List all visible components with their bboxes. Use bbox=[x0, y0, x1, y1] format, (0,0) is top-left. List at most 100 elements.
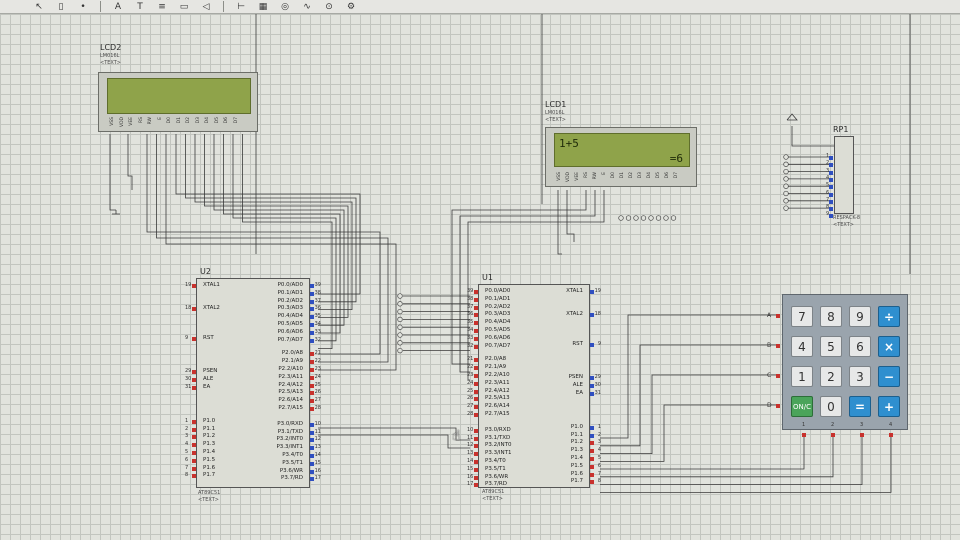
u1-pin-terminal[interactable] bbox=[474, 374, 478, 378]
bus-node[interactable] bbox=[397, 324, 403, 330]
u1-pin-terminal[interactable] bbox=[474, 389, 478, 394]
rp1-node[interactable] bbox=[783, 176, 789, 182]
u2-pin-terminal[interactable] bbox=[310, 307, 314, 312]
graph-icon[interactable]: ▦ bbox=[258, 1, 268, 12]
u2-pin-terminal[interactable] bbox=[310, 430, 314, 435]
u2-pin-terminal[interactable] bbox=[310, 375, 314, 380]
u2-pin-terminal[interactable] bbox=[310, 352, 314, 357]
u2-pin-terminal[interactable] bbox=[192, 435, 196, 440]
keypad-key-digit[interactable]: 1 bbox=[791, 366, 813, 387]
rp1-component[interactable] bbox=[834, 136, 854, 214]
wire-lcd1-vee[interactable] bbox=[566, 190, 575, 242]
u1-pin-terminal[interactable] bbox=[474, 297, 478, 302]
u2-pin-terminal[interactable] bbox=[310, 438, 314, 443]
u2-pin-terminal[interactable] bbox=[192, 458, 196, 463]
wire-keypad-row[interactable] bbox=[600, 344, 776, 447]
u2-pin-terminal[interactable] bbox=[192, 427, 196, 432]
wire-lcd1-gnd[interactable] bbox=[557, 190, 562, 255]
u1-pin-terminal[interactable] bbox=[590, 480, 594, 485]
vcc-symbol[interactable] bbox=[786, 113, 798, 121]
wire-lcd2-data[interactable] bbox=[213, 134, 345, 326]
rp1-pin-terminal[interactable] bbox=[829, 177, 833, 182]
u1-pin-terminal[interactable] bbox=[474, 397, 478, 402]
rp1-pin-terminal[interactable] bbox=[829, 214, 833, 219]
u2-pin-terminal[interactable] bbox=[310, 454, 314, 458]
pin-icon[interactable]: ⊢ bbox=[237, 1, 245, 12]
pointer-icon[interactable]: ↖ bbox=[35, 1, 43, 12]
u1-pin-terminal[interactable] bbox=[590, 384, 594, 389]
u2-pin-terminal[interactable] bbox=[310, 422, 314, 427]
keypad-key-operator[interactable]: − bbox=[878, 366, 900, 387]
u2-pin-terminal[interactable] bbox=[310, 368, 314, 372]
keypad-col-3-terminal[interactable] bbox=[860, 433, 864, 437]
u1-pin-terminal[interactable] bbox=[474, 366, 478, 371]
rp1-pin-terminal[interactable] bbox=[829, 163, 833, 168]
lcd1-terminal-node[interactable] bbox=[655, 215, 662, 221]
u1-pin-terminal[interactable] bbox=[474, 413, 478, 417]
wire-keypad-col[interactable] bbox=[600, 437, 834, 478]
rp1-pin-terminal[interactable] bbox=[829, 185, 833, 190]
u2-pin-terminal[interactable] bbox=[310, 399, 314, 404]
u2-pin-terminal[interactable] bbox=[310, 330, 314, 335]
keypad-col-4-terminal[interactable] bbox=[889, 433, 893, 437]
rp1-node[interactable] bbox=[783, 183, 789, 189]
u1-pin-terminal[interactable] bbox=[590, 392, 594, 396]
u1-pin-terminal[interactable] bbox=[474, 444, 478, 449]
lcd1-terminal-node[interactable] bbox=[618, 215, 624, 221]
u1-pin-terminal[interactable] bbox=[474, 344, 478, 349]
u1-pin-terminal[interactable] bbox=[590, 441, 594, 446]
wire-lcd2-vee[interactable] bbox=[127, 134, 133, 190]
keypad-key-operator[interactable]: = bbox=[849, 396, 871, 417]
u1-pin-terminal[interactable] bbox=[590, 376, 594, 381]
u1-pin-terminal[interactable] bbox=[590, 312, 594, 317]
u1-pin-terminal[interactable] bbox=[590, 425, 594, 430]
keypad-key-digit[interactable]: 3 bbox=[849, 366, 871, 387]
wire-keypad-col[interactable] bbox=[600, 437, 805, 470]
keypad-row-terminal[interactable] bbox=[776, 314, 780, 318]
lcd1-terminal-node[interactable] bbox=[663, 215, 669, 221]
wire-keypad-row[interactable] bbox=[600, 404, 776, 462]
lcd1-terminal-node[interactable] bbox=[625, 215, 632, 221]
rp1-pin-terminal[interactable] bbox=[829, 156, 833, 160]
wire-lcd1-ctrl[interactable] bbox=[459, 190, 596, 373]
subcircuit-icon[interactable]: ▭ bbox=[179, 1, 189, 12]
wire-lcd2-data[interactable] bbox=[232, 134, 337, 342]
u2-pin-terminal[interactable] bbox=[310, 323, 314, 327]
u1-pin-terminal[interactable] bbox=[590, 472, 594, 477]
u1-pin-terminal[interactable] bbox=[474, 336, 478, 341]
wire-keypad-row[interactable] bbox=[600, 374, 776, 455]
u1-pin-terminal[interactable] bbox=[590, 464, 594, 469]
keypad-key-digit[interactable]: 8 bbox=[820, 306, 842, 327]
wire-lcd1-ctrl[interactable] bbox=[467, 190, 605, 381]
u1-pin-terminal[interactable] bbox=[474, 405, 478, 410]
u1-pin-terminal[interactable] bbox=[474, 483, 478, 488]
u1-pin-terminal[interactable] bbox=[474, 428, 478, 433]
u2-pin-terminal[interactable] bbox=[192, 466, 196, 471]
wire-keypad-col[interactable] bbox=[600, 437, 892, 493]
u1-pin-terminal[interactable] bbox=[474, 321, 478, 326]
u1-pin-terminal[interactable] bbox=[590, 433, 594, 438]
u2-pin-terminal[interactable] bbox=[192, 378, 196, 383]
bus-icon[interactable]: ≡ bbox=[158, 1, 166, 12]
generator-icon[interactable]: ∿ bbox=[303, 1, 311, 12]
keypad-key-digit[interactable]: 2 bbox=[820, 366, 842, 387]
u2-pin-terminal[interactable] bbox=[310, 284, 314, 288]
lcd1-terminal-node[interactable] bbox=[633, 215, 639, 221]
wire-lcd1-ctrl[interactable] bbox=[451, 190, 587, 365]
keypad-key-digit[interactable]: 9 bbox=[849, 306, 871, 327]
u2-pin-terminal[interactable] bbox=[310, 291, 314, 296]
u1-pin-terminal[interactable] bbox=[590, 290, 594, 294]
u1-pin-terminal[interactable] bbox=[474, 452, 478, 457]
u2-pin-terminal[interactable] bbox=[310, 391, 314, 396]
wire-lcd2-ground-symbol[interactable] bbox=[112, 210, 120, 215]
u2-pin-terminal[interactable] bbox=[310, 446, 314, 451]
u1-pin-terminal[interactable] bbox=[474, 305, 478, 310]
wire-lcd2-data[interactable] bbox=[194, 134, 353, 311]
u2-pin-terminal[interactable] bbox=[192, 419, 196, 424]
keypad-col-2-terminal[interactable] bbox=[831, 433, 835, 437]
wire-rp1-vcc[interactable] bbox=[791, 126, 834, 147]
